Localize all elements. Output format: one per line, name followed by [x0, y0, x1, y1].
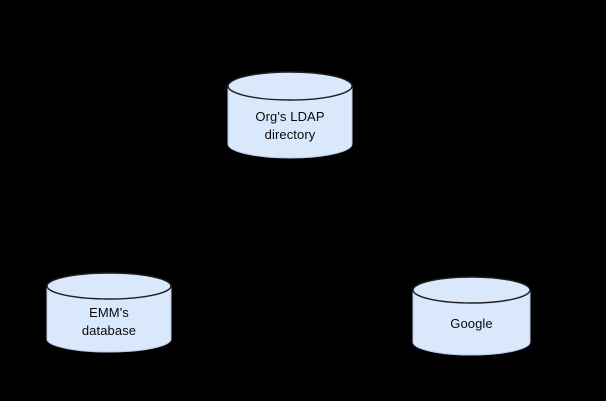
database-cylinder-icon [227, 71, 353, 159]
node-google[interactable]: Google [412, 276, 531, 356]
database-cylinder-icon [412, 276, 531, 356]
node-org-ldap-directory[interactable]: Org's LDAP directory [227, 71, 353, 159]
node-emm-database[interactable]: EMM's database [46, 272, 172, 353]
database-cylinder-icon [46, 272, 172, 353]
